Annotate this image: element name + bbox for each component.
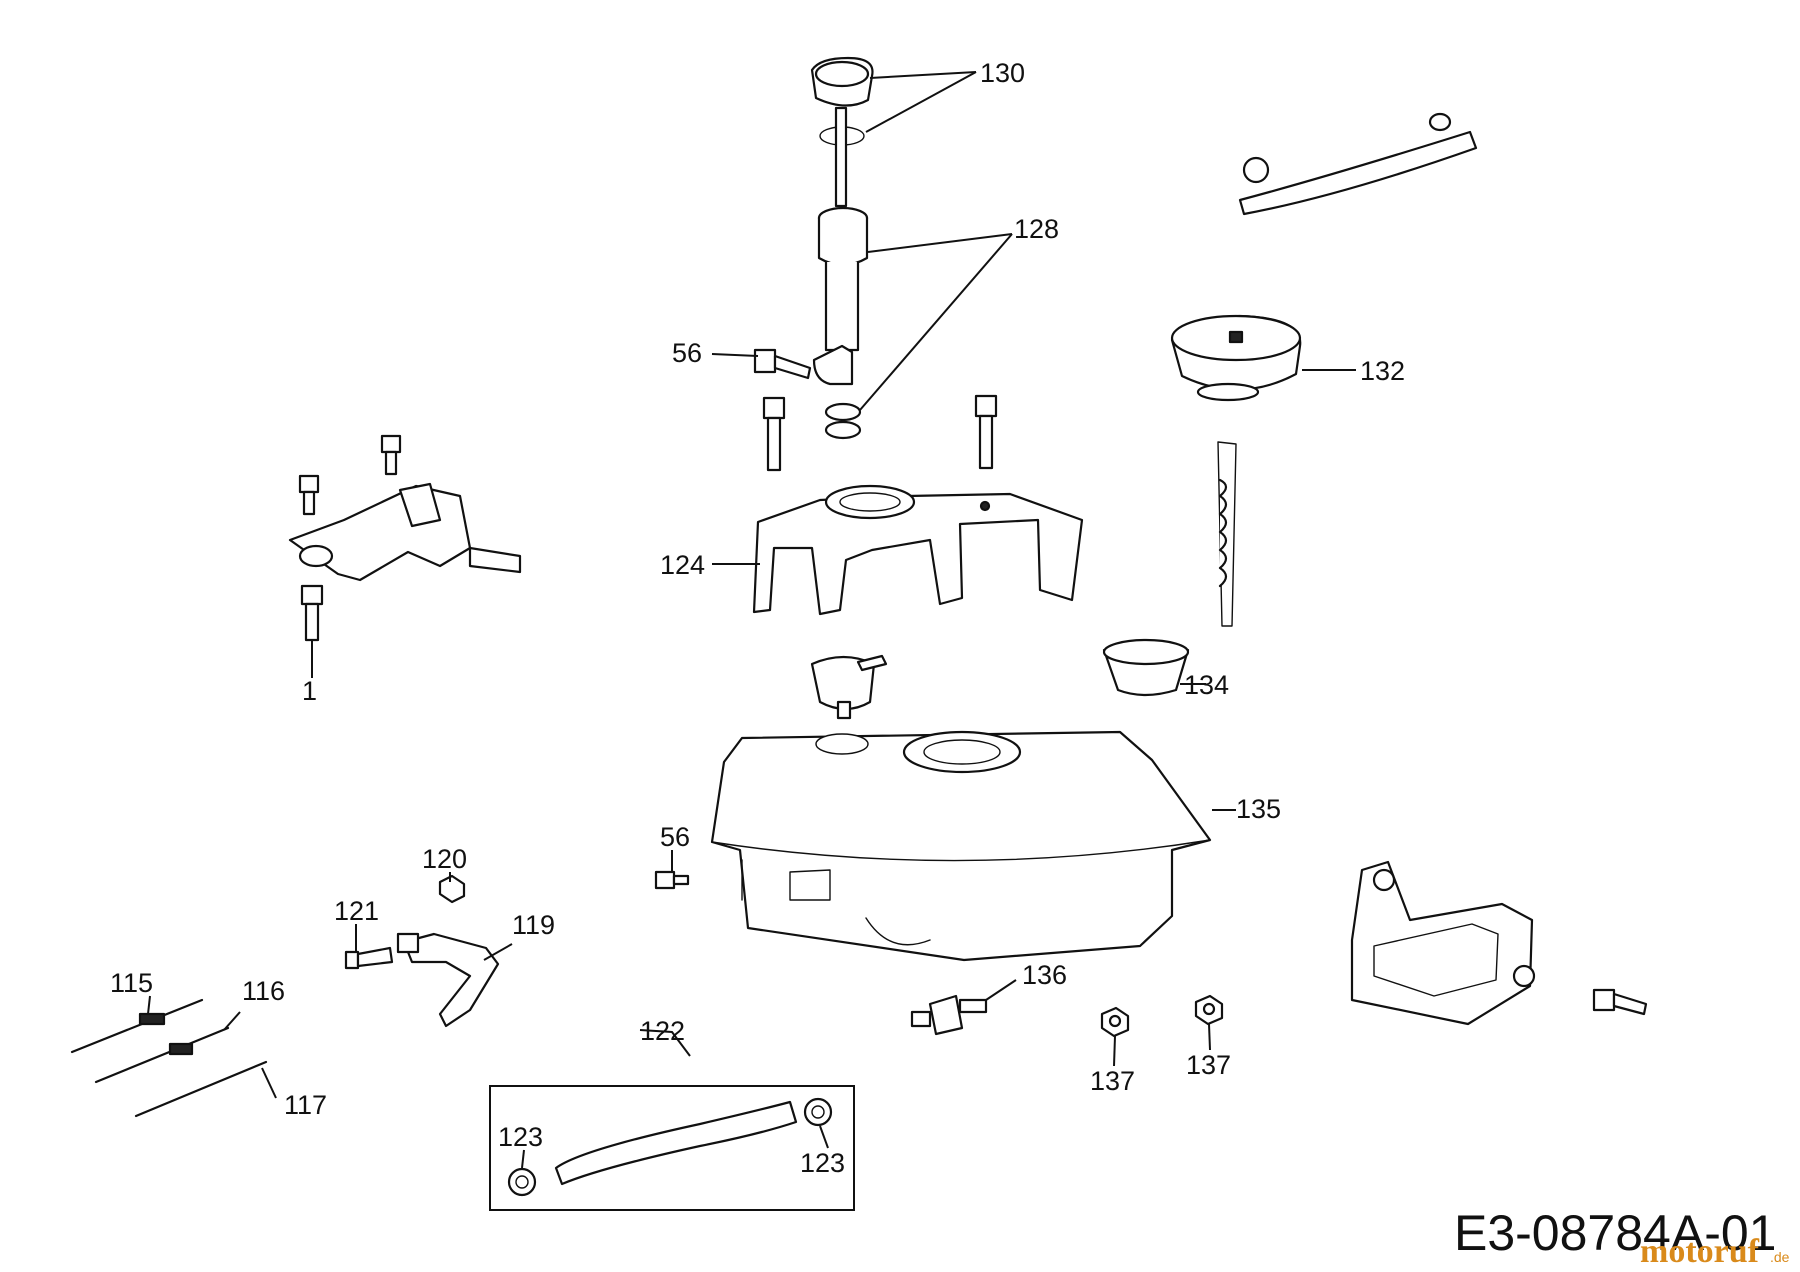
fuel-hose-kit-box: [489, 1085, 855, 1211]
watermark-brand: motoruf: [1640, 1233, 1760, 1270]
bolt-56-lower: [654, 870, 690, 890]
callout-1: 1: [302, 676, 317, 706]
callout-121: 121: [334, 896, 379, 926]
cable-bracket: [396, 932, 500, 1028]
shroud-bolt-right: [974, 394, 998, 470]
callout-117: 117: [284, 1090, 327, 1120]
drawing-code: E3-08784A-01: [1454, 1205, 1776, 1261]
callout-labels: 130 128 56 132 124 1 134 135 56 120 121 …: [110, 58, 1405, 1178]
throttle-control-bracket: [288, 434, 522, 582]
nut-120: [438, 874, 466, 904]
nut-137-left: [1100, 1006, 1130, 1038]
dipstick-cap: [810, 56, 874, 208]
leader-lines: [147, 71, 1356, 1169]
callout-123-left: 123: [498, 1122, 543, 1152]
callout-119: 119: [512, 910, 555, 940]
tank-mounting-bracket: [1350, 860, 1648, 1026]
watermark-tld: .de: [1770, 1249, 1790, 1265]
tank-shroud: [752, 484, 1084, 616]
callout-132: 132: [1360, 356, 1405, 386]
fuel-filter-basket: [1102, 638, 1190, 697]
fuel-tank: [710, 730, 1212, 962]
motoruf-watermark: motoruf .de: [1640, 1233, 1790, 1270]
callout-116: 116: [242, 976, 285, 1006]
nut-137-right: [1194, 994, 1224, 1026]
fitting-136: [910, 994, 988, 1036]
screw-121: [344, 946, 394, 970]
callout-123-right: 123: [800, 1148, 845, 1178]
callout-124: 124: [660, 550, 705, 580]
callout-136: 136: [1022, 960, 1067, 990]
hose-clamp-left: [507, 1167, 537, 1197]
rod-117: [134, 1060, 268, 1118]
shroud-bolt-left: [762, 396, 786, 472]
callout-137-left: 137: [1090, 1066, 1135, 1096]
oil-fill-tube: [812, 206, 869, 440]
spring-rod-116: [94, 1026, 230, 1084]
callout-134: 134: [1184, 670, 1229, 700]
bolt-56-upper: [753, 348, 812, 380]
fuel-strainer-chain: [1217, 441, 1237, 627]
callout-56-lower: 56: [660, 822, 690, 852]
fuel-line-upper: [1238, 112, 1478, 216]
hose-clamp-right: [803, 1097, 833, 1127]
callout-122: 122: [640, 1016, 685, 1046]
fuel-cap: [1170, 314, 1302, 402]
callout-56-upper: 56: [672, 338, 702, 368]
callout-130: 130: [980, 58, 1025, 88]
callout-135: 135: [1236, 794, 1281, 824]
fuel-shutoff-valve: [810, 654, 888, 720]
spring-rod-115: [70, 998, 204, 1054]
bolt-1: [300, 584, 324, 642]
callout-120: 120: [422, 844, 467, 874]
fuel-hose-lower: [554, 1100, 798, 1186]
callout-115: 115: [110, 968, 153, 998]
callout-128: 128: [1014, 214, 1059, 244]
callout-137-right: 137: [1186, 1050, 1231, 1080]
